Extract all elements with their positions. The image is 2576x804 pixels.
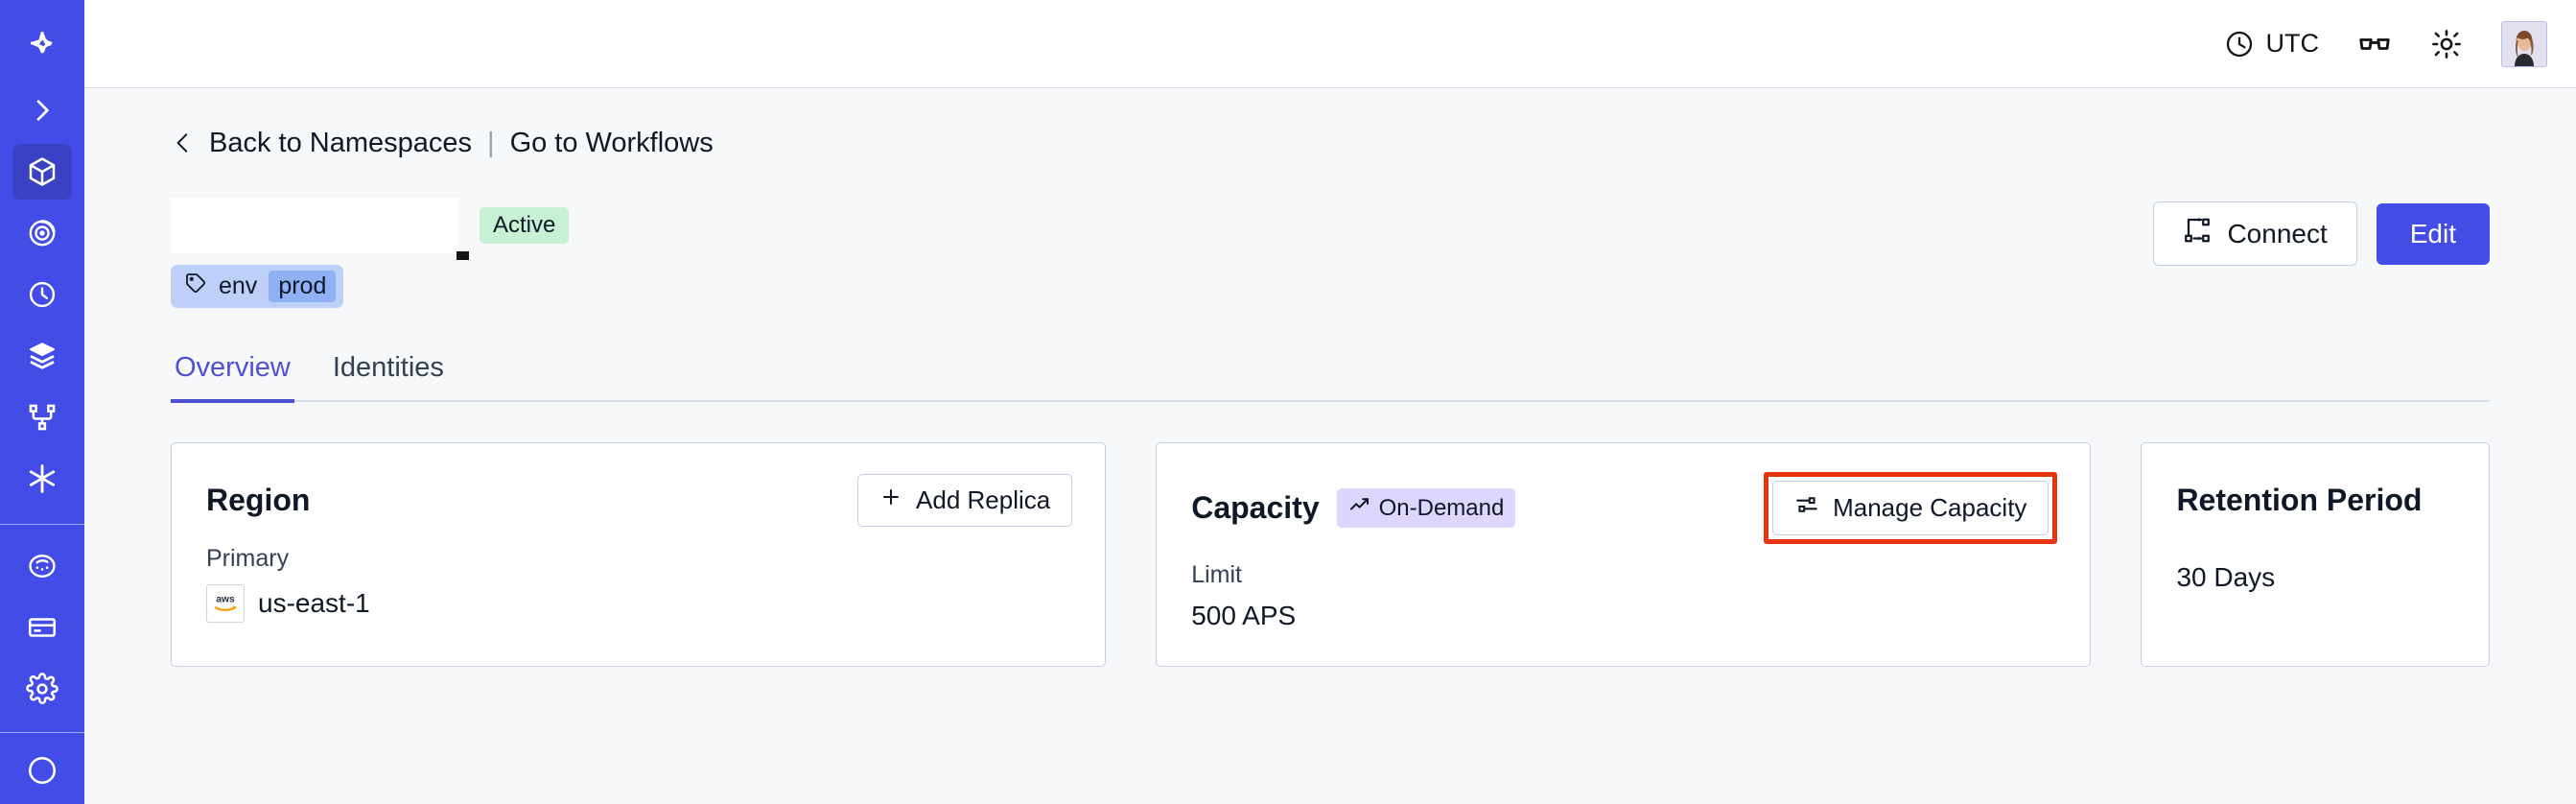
sidebar-divider-bottom (0, 732, 84, 733)
capacity-value: 500 APS (1191, 601, 1297, 630)
capacity-sublabel: Limit (1191, 561, 1243, 588)
top-header-bar: UTC (84, 0, 2576, 88)
main-area: UTC (84, 0, 2576, 804)
connect-button[interactable]: Connect (2153, 201, 2357, 266)
region-card-title-group: Region (206, 483, 310, 518)
avatar[interactable] (2501, 20, 2547, 67)
status-badge: Active (480, 207, 570, 244)
namespace-header-left: Active env prod (171, 196, 570, 308)
region-card-header: Region Add Replica (206, 472, 1073, 528)
sidebar-item-billing[interactable] (12, 600, 72, 655)
retention-card-title-group: Retention Period (2176, 483, 2422, 518)
primary-sidebar (0, 0, 84, 804)
overview-cards: Region Add Replica Primary (171, 442, 2490, 667)
tag-value: prod (269, 271, 337, 302)
sliders-icon (1794, 492, 1819, 524)
breadcrumb-workflows-link[interactable]: Go to Workflows (509, 127, 714, 158)
manage-capacity-button[interactable]: Manage Capacity (1772, 481, 2049, 535)
sidebar-item-usage[interactable] (12, 538, 72, 594)
breadcrumb-back-link[interactable]: Back to Namespaces (209, 127, 473, 158)
capacity-mode-badge: On-Demand (1336, 488, 1516, 528)
add-replica-label: Add Replica (916, 485, 1051, 514)
aws-logo-icon: aws (206, 584, 245, 623)
region-value: us-east-1 (258, 588, 370, 618)
capacity-card-header: Capacity On-Demand (1191, 472, 2058, 544)
chevron-left-icon[interactable] (171, 127, 196, 159)
tag-key: env (219, 272, 258, 299)
capacity-card: Capacity On-Demand (1156, 442, 2092, 667)
retention-card-header: Retention Period (2176, 472, 2456, 528)
tab-identities[interactable]: Identities (332, 352, 444, 383)
sidebar-item-nexus[interactable] (12, 451, 72, 507)
retention-card: Retention Period 30 Days (2141, 442, 2490, 667)
region-value-row: aws us-east-1 (206, 584, 1072, 623)
sidebar-item-help-icon[interactable] (12, 743, 72, 798)
clock-icon (2224, 29, 2255, 59)
namespace-title-line: Active (171, 196, 570, 260)
trending-up-icon (1348, 493, 1371, 523)
region-card-title: Region (206, 482, 311, 517)
page-title (171, 198, 469, 260)
edit-label: Edit (2409, 218, 2456, 248)
tab-overview[interactable]: Overview (171, 346, 294, 403)
capacity-card-title: Capacity (1191, 490, 1320, 525)
manage-capacity-label: Manage Capacity (1833, 493, 2027, 522)
sidebar-item-batch-operations[interactable] (12, 328, 72, 384)
capacity-mode-label: On-Demand (1378, 494, 1505, 521)
page-content: Back to Namespaces | Go to Workflows Act… (84, 88, 2576, 804)
glasses-icon[interactable] (2338, 19, 2411, 69)
redaction-mark (457, 251, 469, 260)
sidebar-item-namespaces[interactable] (12, 143, 72, 200)
region-sublabel: Primary (206, 545, 290, 572)
sun-icon[interactable] (2411, 20, 2482, 68)
svg-text:aws: aws (216, 594, 235, 604)
sidebar-item-schedules[interactable] (12, 267, 72, 322)
temporal-logo-icon[interactable] (12, 13, 72, 73)
tab-bar: Overview Identities (171, 346, 2490, 403)
header-actions: Connect Edit (2153, 196, 2490, 266)
timezone-selector[interactable]: UTC (2205, 21, 2339, 67)
sidebar-item-workflows[interactable] (12, 390, 72, 445)
breadcrumb-separator: | (487, 127, 495, 158)
plus-icon (879, 485, 902, 515)
manage-capacity-highlight: Manage Capacity (1764, 472, 2058, 544)
connect-icon (2183, 216, 2212, 251)
retention-value: 30 Days (2176, 562, 2276, 592)
tag-icon (184, 272, 207, 301)
expand-sidebar-icon[interactable] (12, 83, 72, 138)
sidebar-item-observability[interactable] (12, 205, 72, 261)
connect-label: Connect (2227, 218, 2328, 248)
capacity-card-title-group: Capacity On-Demand (1191, 488, 1516, 528)
retention-card-title: Retention Period (2176, 482, 2423, 517)
sidebar-divider (0, 524, 84, 525)
region-card: Region Add Replica Primary (171, 442, 1107, 667)
sidebar-item-settings[interactable] (12, 661, 72, 717)
namespace-tag-chip[interactable]: env prod (171, 265, 344, 308)
namespace-header: Active env prod (171, 196, 2490, 308)
timezone-label: UTC (2265, 29, 2320, 58)
add-replica-button[interactable]: Add Replica (857, 473, 1073, 527)
edit-button[interactable]: Edit (2376, 202, 2490, 265)
breadcrumb: Back to Namespaces | Go to Workflows (171, 127, 2490, 159)
